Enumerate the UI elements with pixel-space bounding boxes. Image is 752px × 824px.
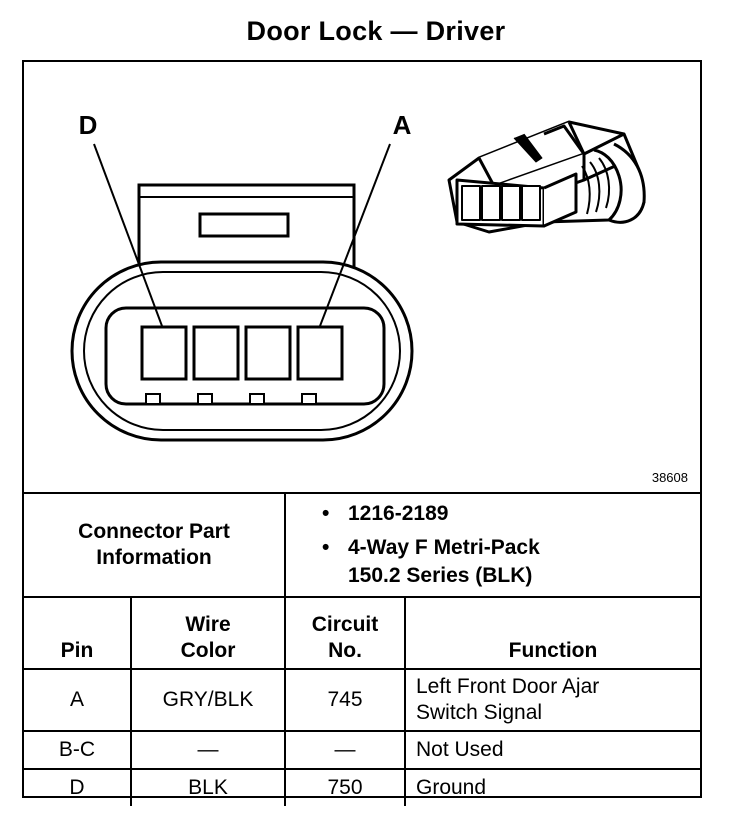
page-title: Door Lock — Driver (246, 16, 506, 46)
header-circuit-no: Circuit No. (284, 596, 406, 670)
terminal-a (296, 325, 344, 381)
header-function: Function (404, 596, 700, 670)
pin-cell: A (24, 668, 132, 732)
terminal-b (244, 325, 292, 381)
connector-isometric-icon (447, 120, 646, 234)
connector-diagram: D A 38608 (24, 62, 700, 492)
terminal-d (140, 325, 188, 381)
circuit-cell: — (284, 730, 406, 770)
connector-part-label-line2: Information (96, 546, 212, 569)
table-row: D BLK 750 Ground (24, 768, 700, 806)
pin-cell: B-C (24, 730, 132, 770)
pin-label-d: D (79, 110, 98, 140)
leader-line-d (93, 143, 163, 327)
connector-part-label-line1: Connector Part (78, 520, 230, 543)
function-cell: Ground (404, 768, 700, 806)
function-cell: Not Used (404, 730, 700, 770)
pin-table-header: Pin Wire Color Circuit No. Function (24, 596, 700, 670)
wire-color-cell: BLK (130, 768, 286, 806)
header-pin: Pin (24, 596, 132, 670)
table-row: B-C — — Not Used (24, 730, 700, 770)
figure-number: 38608 (652, 470, 688, 485)
leader-line-a (319, 143, 391, 327)
connector-info-table: Connector Part Information 1216-2189 4-W… (24, 492, 700, 806)
part-number-item: 1216-2189 (322, 500, 700, 528)
connector-face-drawing: D A 38608 (70, 110, 688, 485)
header-wire-color: Wire Color (130, 596, 286, 670)
connector-part-info-label: Connector Part Information (24, 492, 286, 598)
wire-color-cell: — (130, 730, 286, 770)
pin-label-a: A (393, 110, 412, 140)
function-cell: Left Front Door Ajar Switch Signal (404, 668, 700, 732)
terminal-c (192, 325, 240, 381)
connector-part-info-row: Connector Part Information 1216-2189 4-W… (24, 492, 700, 598)
latch-window (198, 212, 290, 238)
connector-sheet: D A 38608 (22, 60, 702, 806)
table-row: A GRY/BLK 745 Left Front Door Ajar Switc… (24, 668, 700, 732)
connector-part-values: 1216-2189 4-Way F Metri-Pack 150.2 Serie… (284, 492, 700, 598)
connector-series-item: 4-Way F Metri-Pack 150.2 Series (BLK) (322, 534, 700, 590)
wire-color-cell: GRY/BLK (130, 668, 286, 732)
pin-cell: D (24, 768, 132, 806)
circuit-cell: 750 (284, 768, 406, 806)
circuit-cell: 745 (284, 668, 406, 732)
